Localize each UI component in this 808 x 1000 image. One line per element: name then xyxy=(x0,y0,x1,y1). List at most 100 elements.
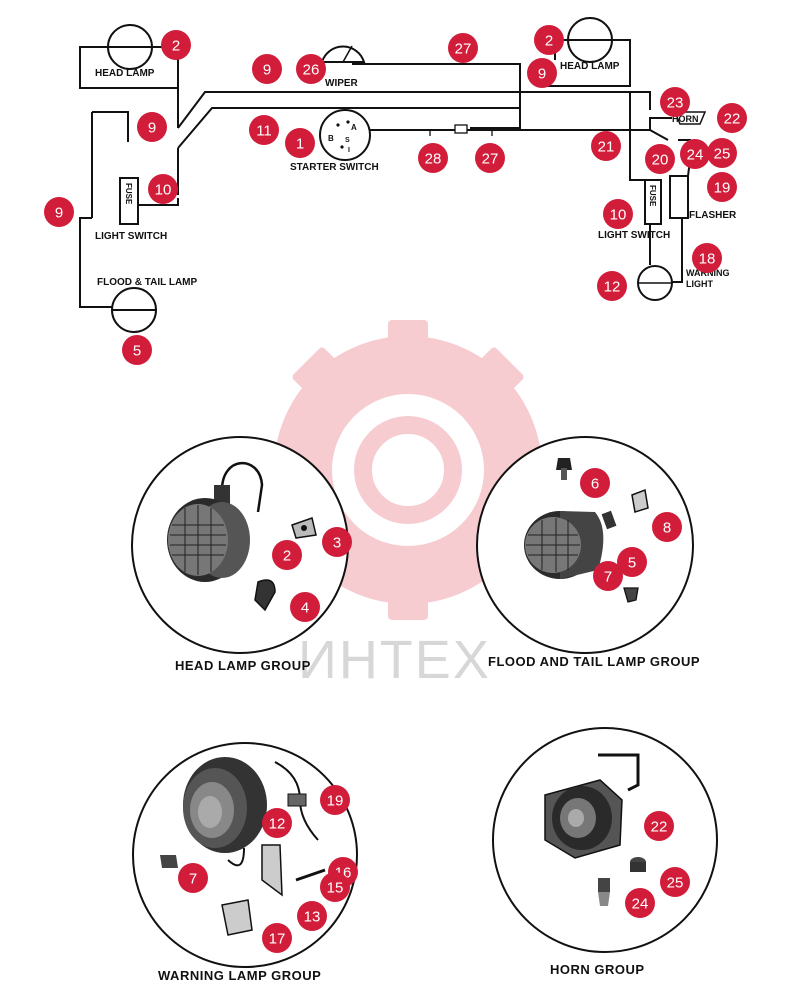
callout-number: 23 xyxy=(667,95,684,112)
callout-badge-circle xyxy=(137,112,167,142)
schematic-connector-28 xyxy=(429,124,493,136)
callout-badge-circle xyxy=(625,888,655,918)
callout-9-left-upper: 9 xyxy=(137,112,167,142)
callout-badge-circle xyxy=(692,243,722,273)
callout-number: 1 xyxy=(296,136,304,153)
callout-number: 9 xyxy=(263,62,271,79)
callout-number: 12 xyxy=(269,816,286,833)
head-lamp-group-label: HEAD LAMP GROUP xyxy=(175,658,311,673)
callout-badge-circle xyxy=(591,131,621,161)
callout-badge-circle xyxy=(262,808,292,838)
callout-15: 15 xyxy=(320,872,350,902)
head-lamp-group: HEAD LAMP GROUP xyxy=(131,436,349,673)
callout-number: 25 xyxy=(714,146,731,163)
callout-number: 3 xyxy=(333,535,341,552)
schematic-head-lamp-right: HEAD LAMP xyxy=(560,17,620,72)
callout-badge-circle xyxy=(534,25,564,55)
callout-number: 28 xyxy=(425,151,442,168)
callout-badge-circle xyxy=(707,138,737,168)
head-lamp-left-label: HEAD LAMP xyxy=(95,68,155,79)
callout-badge-circle xyxy=(272,540,302,570)
callout-number: 9 xyxy=(55,205,63,222)
callout-badge-circle xyxy=(593,561,623,591)
callout-19-group: 19 xyxy=(320,785,350,815)
wiper-label: WIPER xyxy=(325,78,359,89)
light-switch-left-label: LIGHT SWITCH xyxy=(95,231,167,242)
callout-2-group: 2 xyxy=(272,540,302,570)
light-switch-right-label: LIGHT SWITCH xyxy=(598,230,670,241)
callout-number: 24 xyxy=(632,896,649,913)
callout-2-head-right: 2 xyxy=(534,25,564,55)
callout-24-top: 24 xyxy=(680,139,710,169)
callout-number: 8 xyxy=(663,520,671,537)
schematic-warning-light: WARNING LIGHT xyxy=(637,265,730,301)
callout-number: 12 xyxy=(604,279,621,296)
callout-27-top: 27 xyxy=(448,33,478,63)
callout-number: 25 xyxy=(667,875,684,892)
callout-badge-circle xyxy=(252,54,282,84)
callout-27-mid: 27 xyxy=(475,143,505,173)
callout-number: 20 xyxy=(652,152,669,169)
callout-18: 18 xyxy=(692,243,722,273)
callout-20: 20 xyxy=(645,144,675,174)
callout-badge-circle xyxy=(296,54,326,84)
callout-24-group: 24 xyxy=(625,888,655,918)
callout-number: 22 xyxy=(651,819,668,836)
callout-badge-circle xyxy=(580,468,610,498)
horn-group: HORN GROUP xyxy=(492,727,718,977)
callout-8: 8 xyxy=(652,512,682,542)
schematic-light-switch-right: FUSE LIGHT SWITCH xyxy=(598,179,670,241)
callout-number: 10 xyxy=(155,182,172,199)
callout-badge-circle xyxy=(652,512,682,542)
callout-9-right: 9 xyxy=(527,58,557,88)
callout-badge-circle xyxy=(161,30,191,60)
callout-badge-circle xyxy=(660,87,690,117)
horn-illustration xyxy=(544,753,646,906)
schematic-wiper: WIPER xyxy=(320,45,366,89)
callout-badge-circle xyxy=(603,199,633,229)
schematic-horn: HORN xyxy=(672,111,707,125)
callout-badge-circle xyxy=(418,143,448,173)
fuse-right-label: FUSE xyxy=(648,185,657,207)
warning-lamp-group-label: WARNING LAMP GROUP xyxy=(158,968,321,983)
callout-number: 13 xyxy=(304,909,321,926)
callout-7-flood: 7 xyxy=(593,561,623,591)
callout-number: 26 xyxy=(303,62,320,79)
callout-number: 6 xyxy=(591,476,599,493)
warning-lamp-illustration xyxy=(160,757,326,936)
watermark-text: ИНТЕХ xyxy=(298,630,491,690)
callout-badge-circle xyxy=(448,33,478,63)
callout-badge-circle xyxy=(297,901,327,931)
callout-10-left: 10 xyxy=(148,174,178,204)
callout-19-top: 19 xyxy=(707,172,737,202)
callout-7-warning: 7 xyxy=(178,863,208,893)
warning-light-label-line1: WARNING xyxy=(686,268,730,278)
callout-number: 21 xyxy=(598,139,615,156)
callout-badge-circle xyxy=(645,144,675,174)
callout-9-far-left: 9 xyxy=(44,197,74,227)
warning-light-label-line2: LIGHT xyxy=(686,279,713,289)
schematic-light-switch-left: FUSE LIGHT SWITCH xyxy=(95,177,179,242)
callout-badge-circle xyxy=(475,143,505,173)
callout-badge-circle xyxy=(617,547,647,577)
callout-badge-circle xyxy=(178,863,208,893)
callout-4: 4 xyxy=(290,592,320,622)
callout-12-group: 12 xyxy=(262,808,292,838)
schematic-wiring xyxy=(79,39,691,308)
callout-number: 5 xyxy=(133,343,141,360)
starter-switch-label: STARTER SWITCH xyxy=(290,162,379,173)
callout-3: 3 xyxy=(322,527,352,557)
callout-number: 2 xyxy=(545,33,553,50)
schematic-flasher: FLASHER xyxy=(669,175,737,221)
callout-badge-circle xyxy=(262,923,292,953)
callout-9-center: 9 xyxy=(252,54,282,84)
callout-badge-circle xyxy=(597,271,627,301)
callout-22-top: 22 xyxy=(717,103,747,133)
flood-lamp-illustration xyxy=(524,458,649,603)
callout-number: 19 xyxy=(327,793,344,810)
callout-22-group: 22 xyxy=(644,811,674,841)
callout-number: 27 xyxy=(455,41,472,58)
callout-badge-circle xyxy=(717,103,747,133)
callout-25-top: 25 xyxy=(707,138,737,168)
